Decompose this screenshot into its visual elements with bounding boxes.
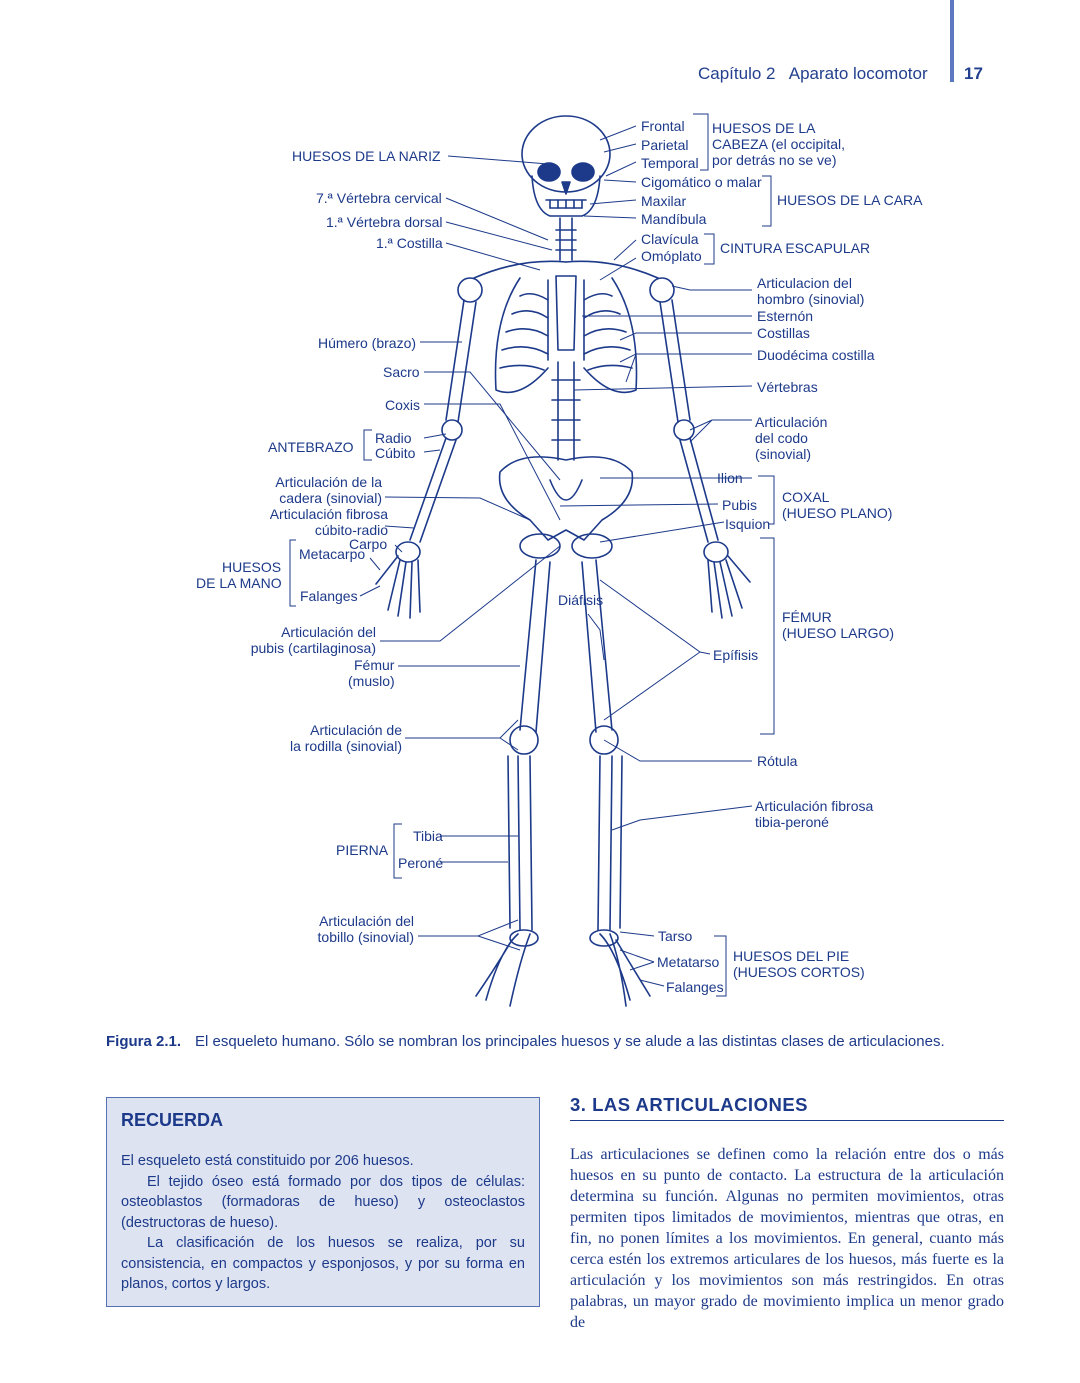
label-art-fibrosa-1: Articulación fibrosa [269, 506, 388, 522]
header-rule [950, 0, 954, 82]
label-diafisis: Diáfisis [558, 592, 604, 608]
label-mandibula: Mandíbula [641, 211, 707, 227]
label-omoplato: Omóplato [641, 248, 702, 264]
label-art-tibia-1: Articulación fibrosa [755, 798, 874, 814]
label-vertebra-dorsal: 1.ª Vértebra dorsal [326, 214, 443, 230]
label-rotula: Rótula [757, 753, 798, 769]
label-art-codo-2: del codo [755, 430, 808, 446]
label-pierna: PIERNA [336, 842, 389, 858]
label-parietal: Parietal [641, 137, 689, 153]
label-radio: Radio [375, 430, 412, 446]
label-ilion: Ilion [717, 470, 743, 486]
label-perone: Peroné [398, 855, 444, 871]
label-isquion: Isquion [725, 516, 771, 532]
skeleton-illustration [289, 113, 775, 1007]
label-art-hombro-2: hombro (sinovial) [757, 291, 865, 307]
label-vertebras: Vértebras [757, 379, 818, 395]
label-temporal: Temporal [641, 155, 699, 171]
label-costilla: 1.ª Costilla [376, 235, 443, 251]
recuerda-paragraph-3: La clasificación de los huesos se realiz… [121, 1235, 525, 1292]
label-tarso: Tarso [658, 928, 693, 944]
label-humero: Húmero (brazo) [318, 335, 417, 351]
label-art-cadera-1: Articulación de la [275, 474, 382, 490]
label-coxis: Coxis [385, 397, 421, 413]
label-metacarpo: Metacarpo [299, 546, 366, 562]
label-antebrazo: ANTEBRAZO [268, 439, 354, 455]
label-art-codo-1: Articulación [755, 414, 828, 430]
label-clavicula: Clavícula [641, 231, 699, 247]
label-art-codo-3: (sinovial) [755, 446, 812, 462]
section-body: Las articulaciones se definen como la re… [570, 1146, 1004, 1331]
recuerda-title: RECUERDA [121, 1110, 224, 1130]
recuerda-paragraph-2: El tejido óseo está formado por dos tipo… [121, 1173, 525, 1231]
label-art-hombro-1: Articulacion del [757, 275, 852, 291]
label-femur-muslo-1: Fémur [354, 657, 395, 673]
label-art-fibrosa-2: cúbito-radio [314, 522, 388, 538]
section-title: 3. LAS ARTICULACIONES [570, 1094, 1004, 1121]
label-falanges-pie: Falanges [666, 979, 724, 995]
label-coxal-1: COXAL [782, 489, 830, 505]
label-art-pubis-2: pubis (cartilaginosa) [250, 640, 376, 656]
page-number: 17 [964, 64, 983, 83]
label-art-cadera-2: cadera (sinovial) [279, 490, 382, 506]
label-duodecima-costilla: Duodécima costilla [757, 347, 875, 363]
label-huesos-cara: HUESOS DE LA CARA [777, 192, 923, 208]
label-huesos-pie-1: HUESOS DEL PIE [733, 948, 850, 964]
recuerda-box: RECUERDA El esqueleto está constituido p… [106, 1097, 540, 1307]
label-art-rodilla-2: la rodilla (sinovial) [289, 738, 402, 754]
caption-text: El esqueleto humano. Sólo se nombran los… [195, 1033, 945, 1050]
label-coxal-2: (HUESO PLANO) [782, 505, 893, 521]
label-esternon: Esternón [757, 308, 814, 324]
label-huesos-nariz: HUESOS DE LA NARIZ [292, 148, 441, 164]
caption-label: Figura 2.1. [106, 1033, 182, 1050]
label-epifisis: Epífisis [713, 647, 759, 663]
chapter-title: Capítulo 2 Aparato locomotor [698, 64, 928, 83]
label-huesos-mano-2: DE LA MANO [196, 575, 282, 591]
label-tibia: Tibia [413, 828, 443, 844]
label-femur-largo-1: FÉMUR [782, 609, 832, 625]
label-huesos-pie-2: (HUESOS CORTOS) [733, 964, 865, 980]
label-huesos-mano-1: HUESOS [222, 559, 282, 575]
label-pubis: Pubis [722, 497, 758, 513]
label-cigomatico: Cigomático o malar [641, 174, 762, 190]
label-femur-largo-2: (HUESO LARGO) [782, 625, 895, 641]
label-huesos-cabeza-1: HUESOS DE LA [712, 120, 816, 136]
label-art-tobillo-1: Articulación del [319, 913, 414, 929]
label-huesos-cabeza-2: CABEZA (el occipital, [712, 136, 846, 152]
label-art-pubis-1: Articulación del [281, 624, 376, 640]
label-metatarso: Metatarso [657, 954, 720, 970]
skeleton-figure: HUESOS DE LA NARIZ 7.ª Vértebra cervical… [0, 100, 1080, 1020]
label-maxilar: Maxilar [641, 193, 687, 209]
recuerda-paragraph-1: El esqueleto está constituido por 206 hu… [121, 1153, 414, 1169]
label-cintura-escapular: CINTURA ESCAPULAR [720, 240, 871, 256]
label-art-tibia-2: tibia-peroné [755, 814, 829, 830]
label-cubito: Cúbito [375, 445, 416, 461]
figure-caption: Figura 2.1. El esqueleto humano. Sólo se … [106, 1033, 945, 1050]
skull-shape [521, 115, 611, 193]
label-falanges-mano: Falanges [300, 588, 358, 604]
label-sacro: Sacro [383, 364, 420, 380]
label-art-rodilla-1: Articulación de [310, 722, 402, 738]
label-carpo: Carpo [349, 536, 388, 552]
label-femur-muslo-2: (muslo) [348, 673, 395, 689]
label-art-tobillo-2: tobillo (sinovial) [317, 929, 414, 945]
label-costillas: Costillas [757, 325, 810, 341]
label-vertebra-cervical: 7.ª Vértebra cervical [316, 190, 442, 206]
label-huesos-cabeza-3: por detrás no se ve) [712, 152, 837, 168]
label-frontal: Frontal [641, 118, 685, 134]
